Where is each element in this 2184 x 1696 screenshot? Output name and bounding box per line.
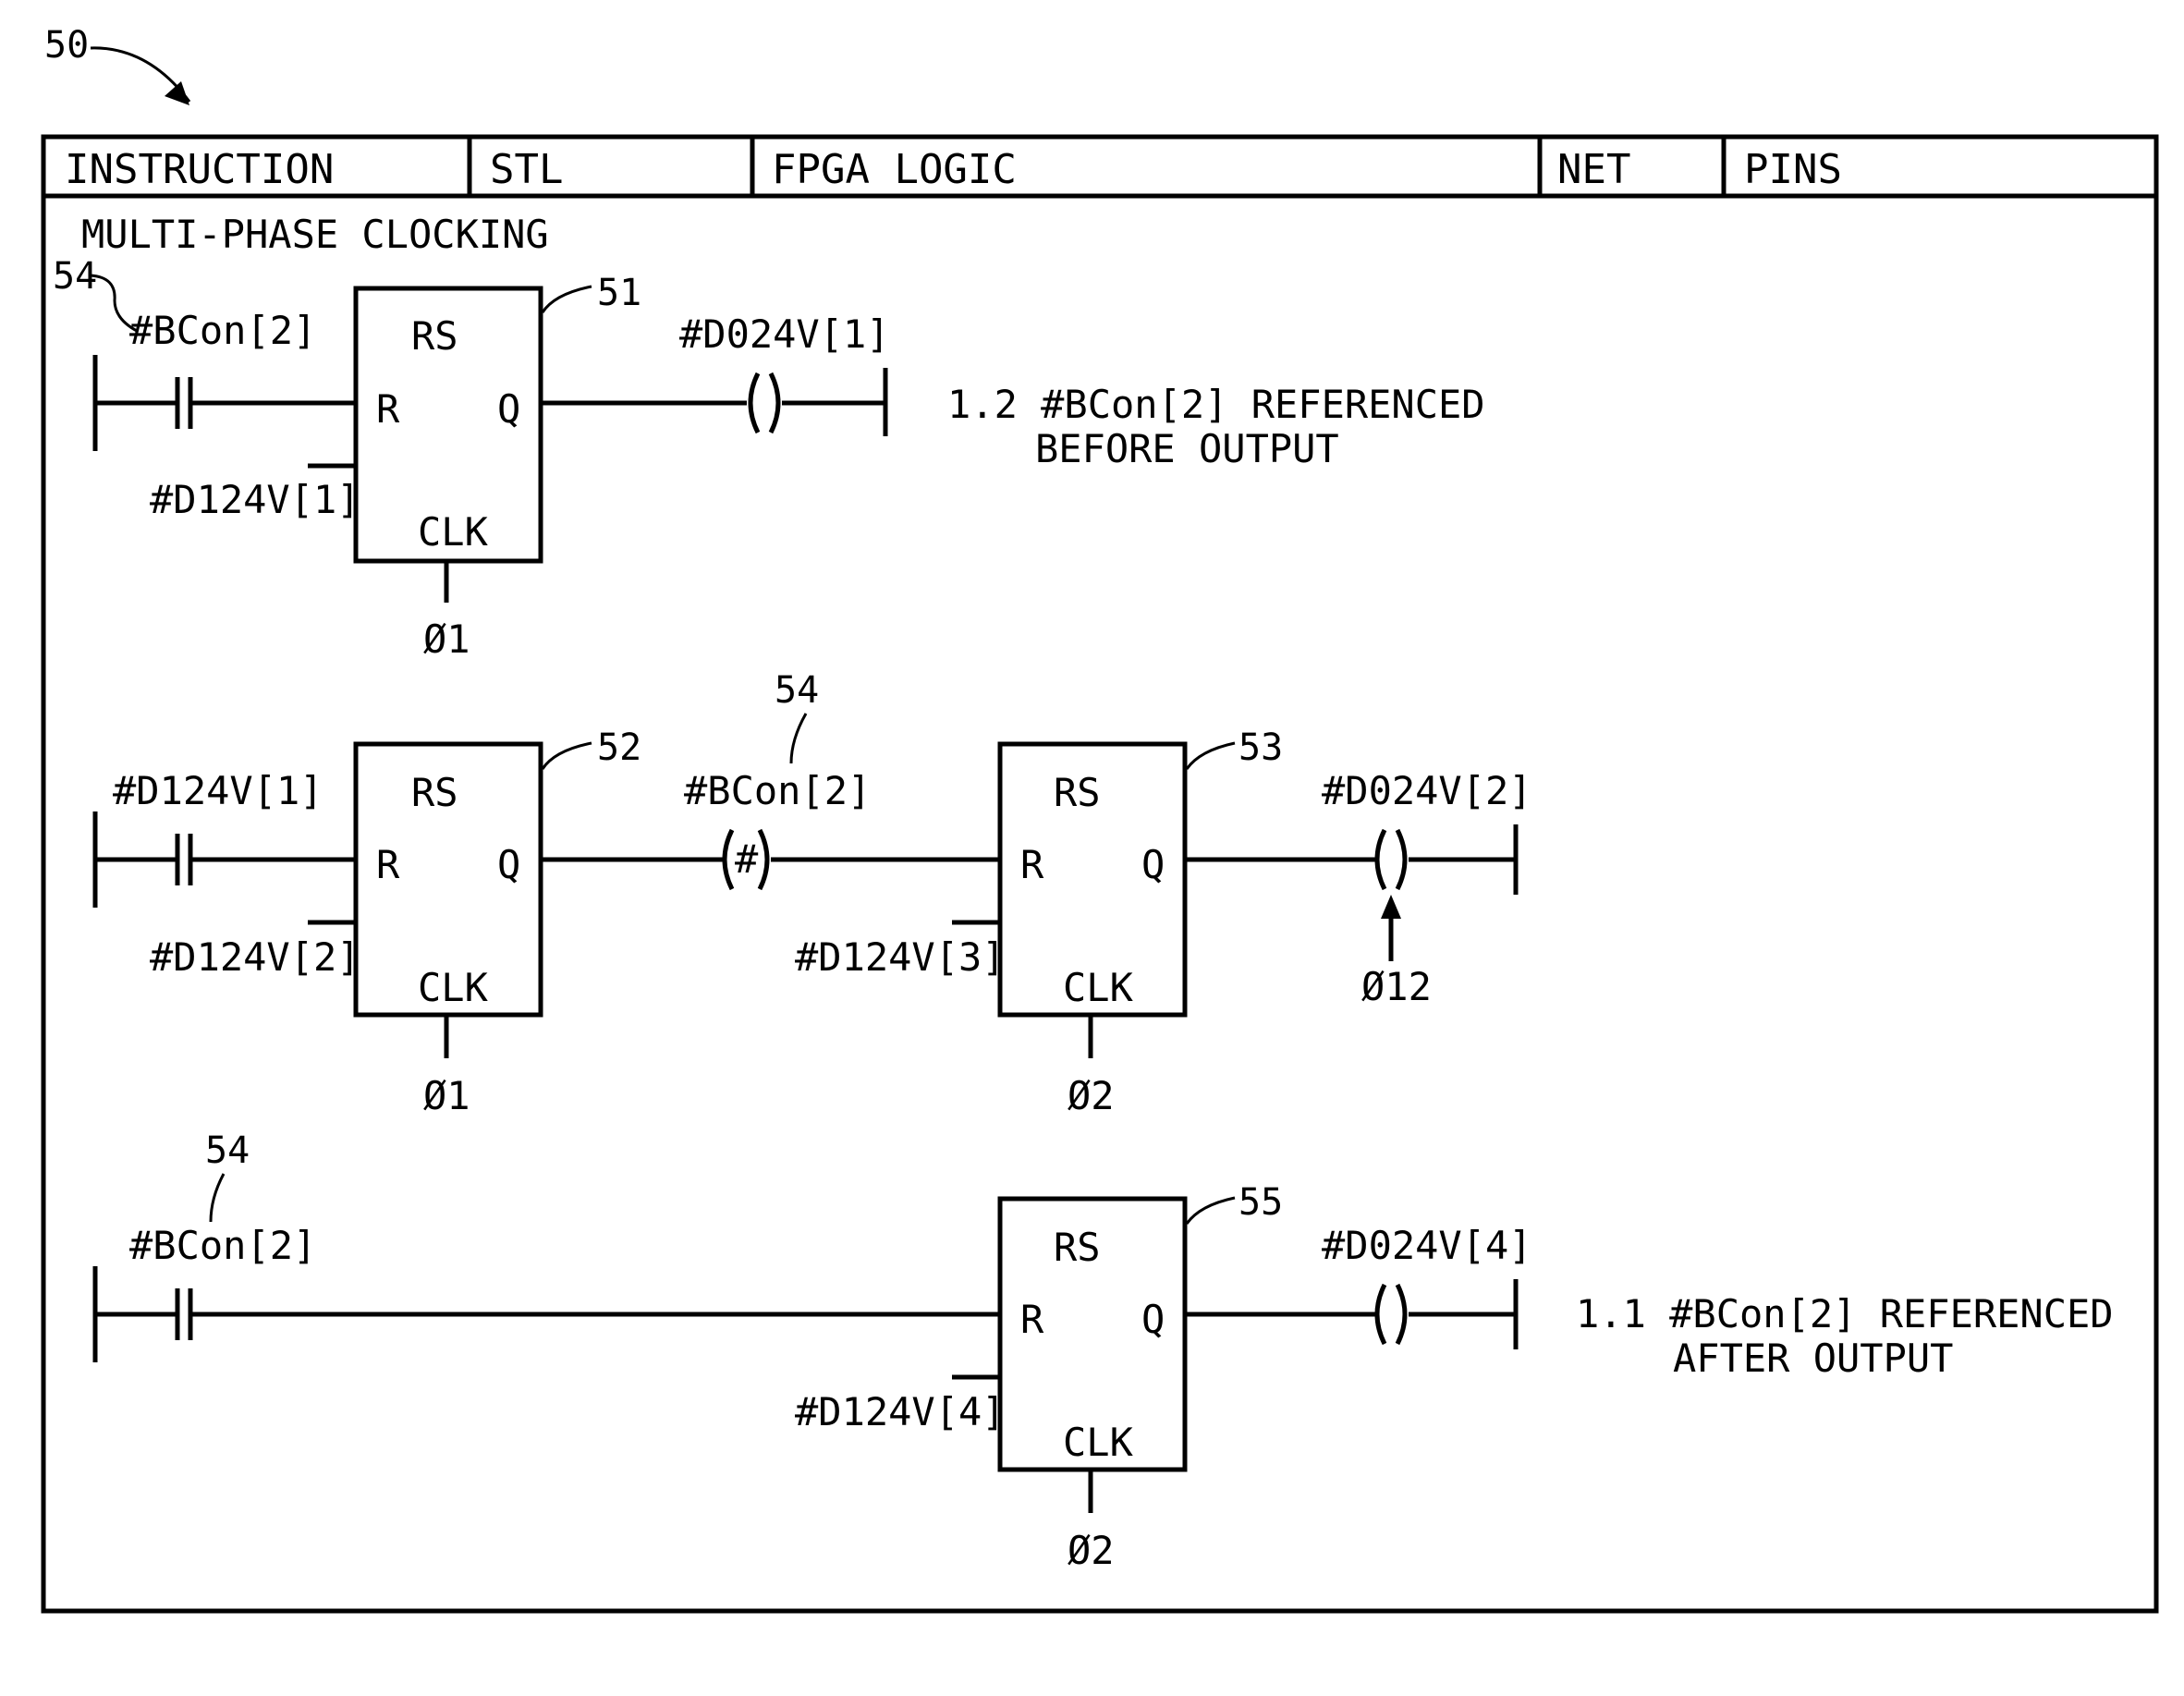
q-pin-label: Q [1141,1297,1165,1342]
block-ref-label: 55 [1238,1181,1283,1224]
rung-1: #BCon[2] 54 RS R Q CLK #D124V[1] Ø1 51 #… [53,255,1485,662]
q-pin-label: Q [497,842,520,887]
block-type-label: RS [411,770,458,815]
figure-ref-label: 50 [44,24,89,67]
clk-pin-label: CLK [1063,965,1134,1010]
rung-note-line2: BEFORE OUTPUT [1035,426,1339,471]
clk-pin-label: CLK [418,965,489,1010]
contact-label: #BCon[2] [129,308,316,353]
block-ref-label: 51 [597,272,641,314]
contact-ref-label: 54 [53,255,97,298]
rung-3: #BCon[2] 54 RS R Q CLK #D124V[4] Ø2 55 #… [92,1129,2114,1573]
coil-label: #D024V[4] [1322,1223,1532,1268]
tab-fpga-logic[interactable]: FPGA LOGIC [772,146,1017,193]
reset-label: #D124V[2] [150,934,360,980]
rung-2: #D124V[1] RS R Q CLK #D124V[2] Ø1 52 # #… [92,669,1532,1118]
block-type-label: RS [411,313,458,359]
coil-right-arc [768,372,781,434]
block-type-label: RS [1054,770,1101,815]
rung-note-line1: 1.2 #BCon[2] REFERENCED [947,382,1485,427]
block-ref-leader [541,741,592,770]
contact-ref-label: 54 [205,1129,250,1172]
tab-net[interactable]: NET [1557,146,1630,193]
coil-right-arc [1395,828,1408,891]
contact-ref-leader [90,274,138,333]
coil-left-arc [748,372,761,434]
reset-label: #D124V[1] [150,477,360,522]
tab-pins[interactable]: PINS [1744,146,1842,193]
clk-pin-label: CLK [418,509,489,555]
coil-right-arc [1395,1283,1408,1346]
tab-bar: INSTRUCTION STL FPGA LOGIC NET PINS [43,137,2156,199]
clock-label: Ø2 [1068,1073,1115,1118]
block-ref-label: 52 [597,726,641,769]
clock-label: Ø2 [1068,1528,1115,1573]
rung-note-line1: 1.1 #BCon[2] REFERENCED [1576,1291,2114,1336]
clock-label: Ø1 [423,1073,470,1118]
tab-stl[interactable]: STL [490,146,563,193]
coil-clock-label: Ø12 [1361,964,1432,1009]
block-ref-label: 53 [1238,726,1283,769]
coil-left-arc [1374,1283,1387,1346]
coil-left-arc [722,828,735,891]
clock-label: Ø1 [423,616,470,662]
coil-left-arc [1374,828,1387,891]
coil-label: #D024V[2] [1322,768,1532,813]
figure-ref-arrowhead [165,81,189,105]
contact-label: #D124V[1] [113,768,323,813]
section-title: MULTI-PHASE CLOCKING [81,212,549,257]
mid-coil-label: #BCon[2] [684,768,871,813]
r-pin-label: R [376,842,400,887]
coil-label: #D024V[1] [679,311,890,357]
block-ref-leader [1185,741,1236,770]
block-type-label: RS [1054,1225,1101,1270]
coil-right-arc [757,828,770,891]
mid-coil-ref-label: 54 [775,669,819,712]
r-pin-label: R [1020,842,1044,887]
block-ref-leader [541,285,592,313]
contact-ref-leader [209,1173,226,1223]
reset-label: #D124V[4] [795,1389,1006,1434]
tab-instruction[interactable]: INSTRUCTION [65,146,334,193]
window-frame [41,134,2159,1614]
clk-pin-label: CLK [1063,1420,1134,1465]
q-pin-label: Q [497,386,520,432]
contact-label: #BCon[2] [129,1223,316,1268]
coil-symbol: # [735,836,759,882]
q-pin-label: Q [1141,842,1165,887]
block-ref-leader [1185,1196,1236,1225]
r-pin-label: R [1020,1297,1044,1342]
rung-note-line2: AFTER OUTPUT [1673,1336,1953,1381]
coil-clock-arrowhead [1381,895,1401,919]
r-pin-label: R [376,386,400,432]
reset-label: #D124V[3] [795,934,1006,980]
mid-coil-ref-leader [789,713,808,764]
